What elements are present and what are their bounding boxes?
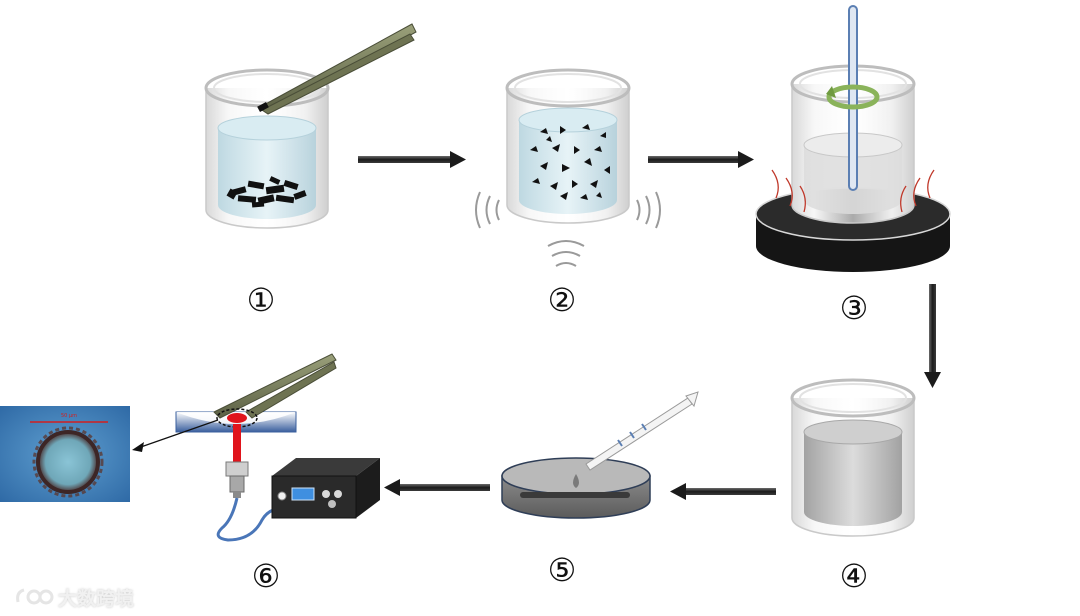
hotplate-stirring [755, 5, 951, 272]
laser-spot [227, 413, 247, 423]
pipette [585, 391, 699, 471]
laser-beam [233, 424, 241, 464]
step-label-4: ④ [839, 557, 869, 595]
step-label-1: ① [246, 281, 276, 319]
heat-lines [771, 169, 935, 213]
arrow-1-to-2 [358, 151, 466, 168]
focus-highlight [216, 408, 258, 428]
fiber-cable [216, 497, 291, 542]
zoom-arrowhead-icon [132, 442, 144, 452]
arrow-4-to-5 [670, 483, 776, 500]
rotation-arrow-icon [826, 84, 880, 110]
laser-controller [271, 458, 380, 519]
zoom-arrow [137, 419, 219, 449]
petri-dish-drop-casting [501, 391, 699, 519]
stirring-rod [848, 5, 858, 191]
arrow-5-to-6 [384, 479, 490, 496]
step-label-6: ⑥ [251, 557, 281, 595]
tweezers-1 [257, 23, 417, 115]
graphene-flakes [226, 176, 307, 208]
beaker-4-suspension [790, 378, 916, 537]
arrow-2-to-3 [648, 151, 754, 168]
step-label-3: ③ [839, 289, 869, 327]
ultrasound-waves [475, 191, 661, 267]
beaker-2-sonication [475, 68, 661, 267]
arrow-3-to-4 [924, 284, 941, 388]
droplet-icon [573, 474, 579, 488]
beaker-1-washing [204, 68, 330, 229]
step-label-2: ② [547, 281, 577, 319]
micrograph-inset [0, 406, 130, 502]
watermark: 大数跨境 [14, 584, 134, 610]
micrograph-scale-label: 50 μm [60, 413, 77, 419]
laser-setup [132, 353, 380, 542]
dispersed-flakes [530, 124, 610, 200]
brand-logo-icon [16, 588, 54, 605]
watermark-text: 大数跨境 [58, 587, 135, 610]
laser-head [225, 461, 249, 498]
step-label-5: ⑤ [547, 551, 577, 589]
tweezers-2 [213, 353, 337, 419]
